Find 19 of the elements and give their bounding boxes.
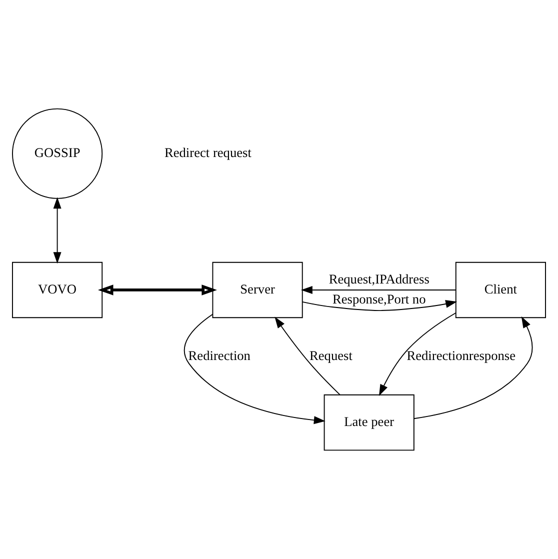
edge-label: Redirectionresponse [406, 348, 516, 363]
node-box: Server [212, 262, 303, 318]
arrow [302, 300, 458, 312]
arrow [184, 314, 326, 424]
node-circle: GOSSIP [12, 108, 103, 199]
arrow [274, 316, 340, 396]
edge-label: Request,IPAddress [328, 272, 430, 287]
label: Redirect request [164, 145, 252, 160]
arrow [414, 316, 533, 420]
node-box: VOVO [12, 262, 103, 318]
edge-label: Response,Port no [332, 292, 426, 307]
arrow [98, 284, 217, 296]
arrow [53, 197, 62, 264]
arrow [378, 312, 456, 396]
edge-label: Request [309, 348, 352, 363]
node-box: Client [455, 262, 546, 318]
node-box: Late peer [324, 394, 414, 451]
arrow [300, 286, 456, 294]
edge-label: Redirection [188, 348, 250, 363]
